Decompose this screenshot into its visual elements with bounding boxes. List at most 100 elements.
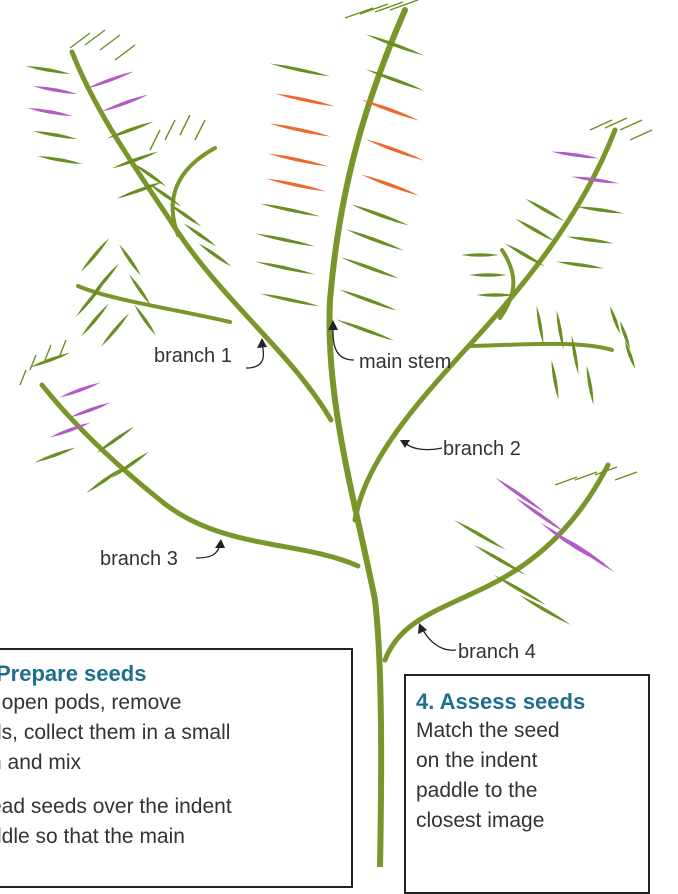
- seed-pod: [339, 289, 397, 310]
- pod-tip: [45, 345, 51, 360]
- assess-line: on the indent: [416, 746, 638, 776]
- seed-pod: [59, 382, 100, 397]
- seed-pod: [495, 478, 544, 512]
- seed-pod: [29, 352, 70, 367]
- seed-pod: [461, 253, 499, 257]
- pod-tip: [20, 370, 26, 385]
- prepare-line: ds, collect them in a small: [0, 718, 341, 748]
- seed-pod: [260, 204, 321, 217]
- seed-pod: [260, 294, 321, 307]
- seed-pod: [275, 94, 336, 107]
- seed-pod: [336, 319, 394, 340]
- seed-pod: [454, 520, 506, 550]
- pod-tip: [115, 45, 135, 60]
- label-main-stem: main stem: [359, 351, 451, 373]
- pod-tip: [70, 33, 90, 48]
- assess-line: paddle to the: [416, 776, 638, 806]
- seed-pod: [270, 124, 331, 137]
- seed-pod: [469, 273, 507, 277]
- branch-3: [42, 385, 358, 566]
- prepare-line: t open pods, remove: [0, 688, 341, 718]
- label-branch-4: branch 4: [458, 641, 536, 663]
- seed-pod: [268, 154, 329, 167]
- seed-pod: [341, 257, 399, 278]
- seed-pod: [25, 66, 70, 74]
- branch-1-side: [78, 286, 230, 322]
- pod-tip: [30, 355, 36, 370]
- seed-pod: [101, 313, 129, 347]
- prepare-line: ead seeds over the indent: [0, 792, 341, 822]
- arrowhead-branch-3: [215, 539, 225, 548]
- seed-pod: [576, 207, 624, 214]
- seed-pod: [266, 179, 327, 192]
- pod-tip: [180, 115, 190, 135]
- pod-tip: [195, 120, 205, 140]
- seed-pod: [81, 238, 109, 272]
- arrowhead-branch-4: [418, 623, 427, 634]
- pod-tip: [575, 472, 597, 480]
- pointer-arrows: [196, 326, 456, 650]
- assess-line: closest image: [416, 806, 638, 836]
- label-branch-3: branch 3: [100, 548, 178, 570]
- seed-pod: [515, 498, 564, 532]
- pod-tip: [60, 340, 66, 355]
- seed-pod: [587, 365, 594, 404]
- seed-pod: [32, 131, 77, 139]
- seed-pod: [515, 219, 555, 242]
- seed-pod: [102, 94, 149, 111]
- seed-pod: [537, 305, 544, 344]
- seed-pod: [620, 321, 630, 349]
- assess-line: Match the seed: [416, 716, 638, 746]
- seed-pod: [625, 341, 635, 369]
- pod-tip: [100, 35, 120, 50]
- seed-pod: [255, 234, 316, 247]
- seed-pod: [134, 304, 156, 335]
- seed-pod: [255, 262, 316, 275]
- pod-tip: [615, 472, 637, 480]
- seed-pod: [556, 262, 604, 269]
- prepare-line: ddle so that the main: [0, 822, 341, 852]
- assess-seeds-title: 4. Assess seeds: [416, 688, 638, 716]
- arrow-main-stem: [333, 326, 354, 360]
- seed-pod: [69, 402, 110, 417]
- pod-tip: [150, 130, 160, 150]
- seed-pod: [476, 293, 514, 297]
- pod-tip: [605, 118, 627, 128]
- seed-pod: [519, 595, 571, 625]
- seed-pod: [610, 306, 620, 334]
- arrow-branch-4: [422, 628, 456, 650]
- seed-pod: [572, 335, 579, 374]
- seed-pod: [32, 86, 77, 94]
- seed-pod: [270, 64, 331, 77]
- seed-pod: [351, 204, 409, 225]
- arrow-branch-2: [404, 442, 442, 450]
- pod-tip: [85, 30, 105, 45]
- seed-pod: [551, 152, 599, 159]
- arrowhead-branch-2: [400, 440, 410, 448]
- branch-2: [355, 130, 615, 520]
- pod-tip: [620, 120, 642, 130]
- seed-pods: [20, 0, 652, 625]
- seed-pod: [366, 139, 424, 160]
- seed-pod: [474, 545, 526, 575]
- seed-pod: [37, 156, 82, 164]
- prepare-line: n and mix: [0, 748, 341, 778]
- pod-tip: [590, 120, 612, 130]
- seed-pod: [361, 174, 419, 195]
- seed-pod: [565, 538, 614, 572]
- seed-pod: [119, 244, 141, 275]
- seed-pod: [525, 199, 565, 222]
- prepare-seeds-box: Prepare seeds t open pods, remove ds, co…: [0, 648, 353, 888]
- prepare-seeds-title: Prepare seeds: [0, 660, 341, 688]
- seed-pod: [552, 360, 559, 399]
- seed-pod: [87, 71, 134, 88]
- seed-pod: [86, 467, 124, 493]
- pod-tip: [345, 8, 373, 18]
- pod-tip: [630, 130, 652, 140]
- seed-pod: [27, 108, 72, 116]
- assess-seeds-box: 4. Assess seeds Match the seed on the in…: [404, 674, 650, 894]
- seed-pod: [96, 427, 134, 453]
- seed-pod: [494, 575, 546, 605]
- branch-2-side: [470, 344, 612, 350]
- pod-tip: [165, 120, 175, 140]
